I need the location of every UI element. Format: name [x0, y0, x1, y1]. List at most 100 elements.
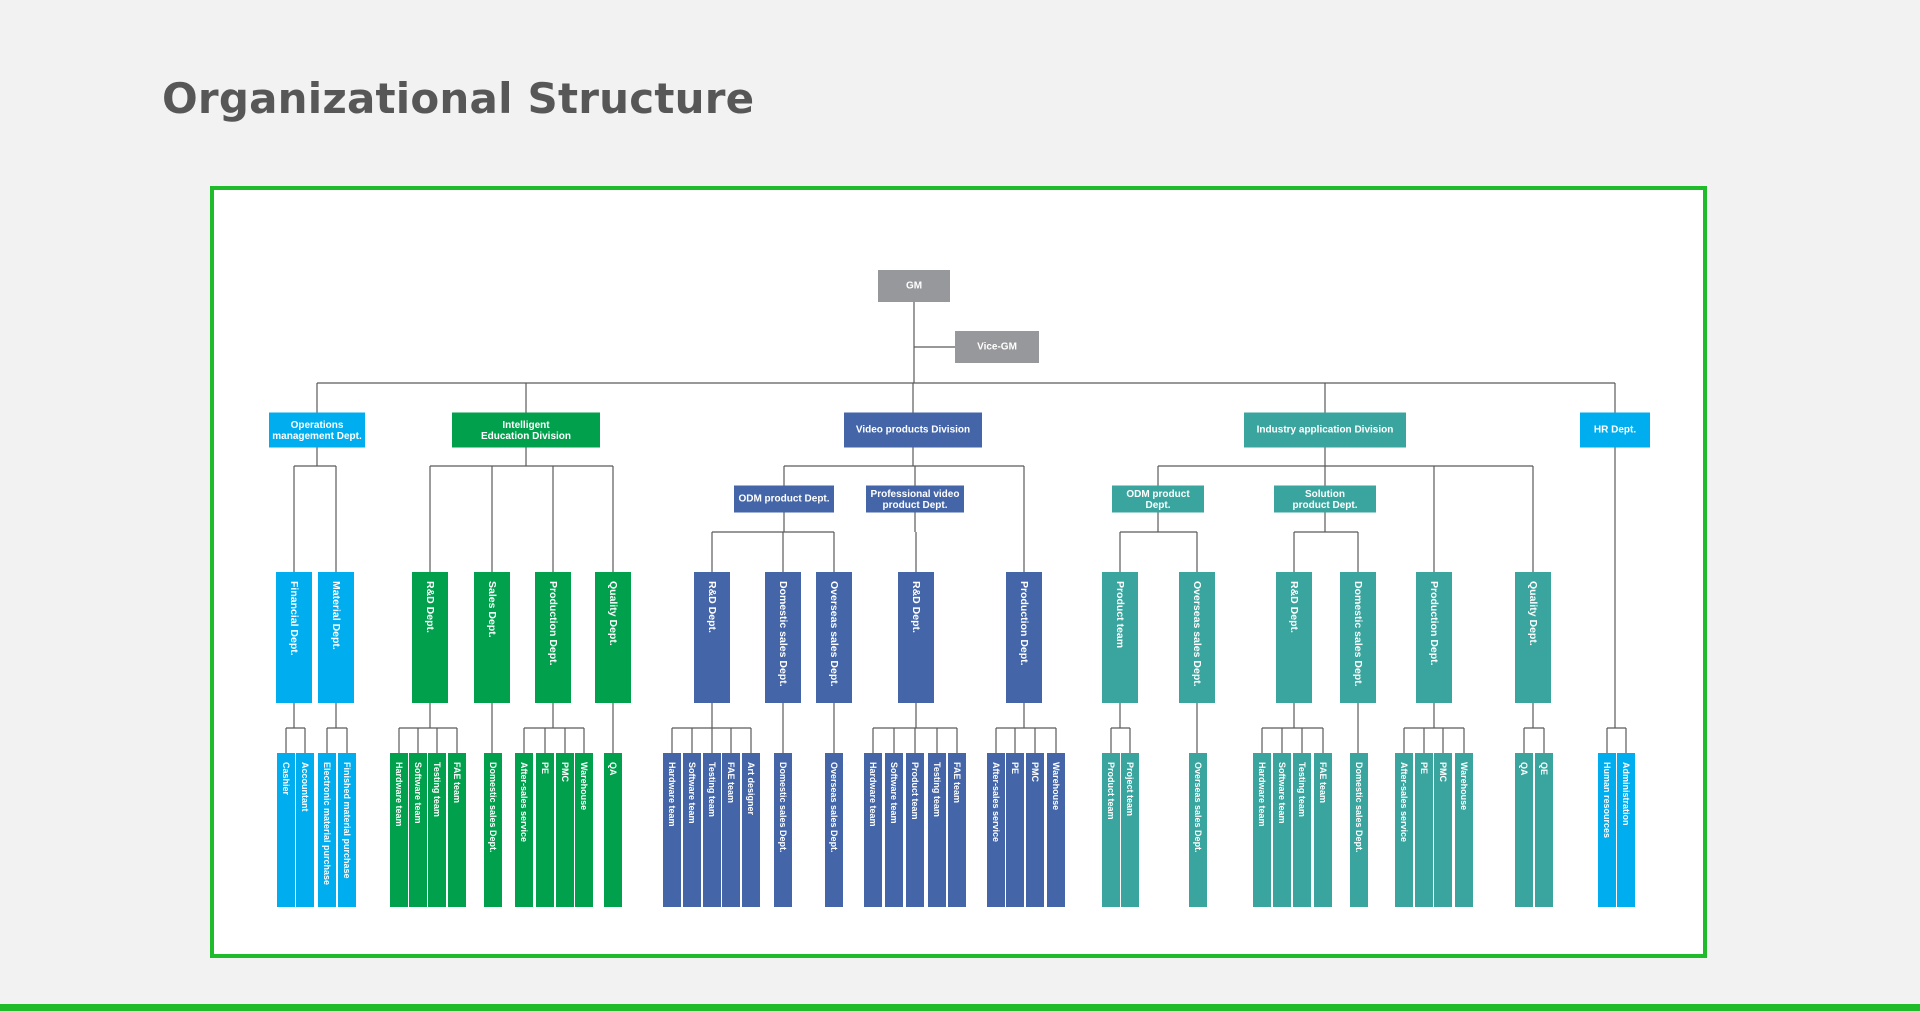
team-pmc[interactable]: PMC: [1026, 753, 1044, 907]
team-administration[interactable]: Administration: [1617, 753, 1635, 907]
team-label: After-sales service: [991, 762, 1001, 842]
team-label: Overseas sales Dept.: [829, 762, 839, 853]
team-after-sales-service[interactable]: After-sales service: [1395, 753, 1413, 907]
team-product-team[interactable]: Product team: [906, 753, 924, 907]
team-overseas-sales-dept[interactable]: Overseas sales Dept.: [1189, 753, 1207, 907]
team-testing-team[interactable]: Testing team: [703, 753, 721, 907]
team-testing-team[interactable]: Testing team: [428, 753, 446, 907]
unit-production-dept[interactable]: Production Dept.: [535, 572, 571, 703]
team-qa[interactable]: QA: [1515, 753, 1533, 907]
dept-video-products-division[interactable]: Video products Division: [844, 412, 982, 448]
unit-label: Domestic sales Dept.: [777, 581, 789, 687]
team-finished-material-purchase[interactable]: Finished material purchase: [338, 753, 356, 907]
team-cashier[interactable]: Cashier: [277, 753, 295, 907]
team-software-team[interactable]: Software team: [885, 753, 903, 907]
team-label: Project team: [1125, 762, 1135, 816]
dept-box: [844, 412, 982, 448]
unit-overseas-sales-dept[interactable]: Overseas sales Dept.: [816, 572, 852, 703]
group-odm-product-dept[interactable]: ODM product Dept.: [734, 485, 834, 513]
unit-domestic-sales-dept[interactable]: Domestic sales Dept.: [765, 572, 801, 703]
unit-production-dept[interactable]: Production Dept.: [1416, 572, 1452, 703]
vice-gm-box-box: [955, 331, 1039, 363]
unit-label: Sales Dept.: [486, 581, 498, 638]
team-testing-team[interactable]: Testing team: [1293, 753, 1311, 907]
team-hardware-team[interactable]: Hardware team: [663, 753, 681, 907]
unit-production-dept[interactable]: Production Dept.: [1006, 572, 1042, 703]
team-project-team[interactable]: Project team: [1121, 753, 1139, 907]
team-qe[interactable]: QE: [1535, 753, 1553, 907]
team-domestic-sales-dept[interactable]: Domestic sales Dept.: [774, 753, 792, 907]
unit-r-d-dept[interactable]: R&D Dept.: [694, 572, 730, 703]
dept-hr-dept[interactable]: HR Dept.: [1580, 412, 1650, 448]
dept-label: Video products Division: [856, 425, 970, 436]
team-box: [556, 753, 574, 907]
unit-box: [1179, 572, 1215, 703]
team-box: [774, 753, 792, 907]
team-box: [885, 753, 903, 907]
team-testing-team[interactable]: Testing team: [928, 753, 946, 907]
team-software-team[interactable]: Software team: [683, 753, 701, 907]
team-warehouse[interactable]: Warehouse: [1455, 753, 1473, 907]
team-fae-team[interactable]: FAE team: [1314, 753, 1332, 907]
team-pe[interactable]: PE: [1006, 753, 1024, 907]
team-pmc[interactable]: PMC: [1434, 753, 1452, 907]
gm-box-label: GM: [906, 281, 922, 292]
team-after-sales-service[interactable]: After-sales service: [515, 753, 533, 907]
team-software-team[interactable]: Software team: [409, 753, 427, 907]
team-label: Human resources: [1602, 762, 1612, 838]
team-pe[interactable]: PE: [536, 753, 554, 907]
team-label: PE: [1419, 762, 1429, 774]
gm-box-gm[interactable]: GM: [878, 270, 950, 302]
unit-box: [1276, 572, 1312, 703]
team-hardware-team[interactable]: Hardware team: [1253, 753, 1271, 907]
unit-label: Material Dept.: [330, 581, 342, 650]
team-pmc[interactable]: PMC: [556, 753, 574, 907]
team-after-sales-service[interactable]: After-sales service: [987, 753, 1005, 907]
team-hardware-team[interactable]: Hardware team: [864, 753, 882, 907]
unit-r-d-dept[interactable]: R&D Dept.: [898, 572, 934, 703]
unit-r-d-dept[interactable]: R&D Dept.: [1276, 572, 1312, 703]
dept-box: [1580, 412, 1650, 448]
team-software-team[interactable]: Software team: [1273, 753, 1291, 907]
team-overseas-sales-dept[interactable]: Overseas sales Dept.: [825, 753, 843, 907]
unit-overseas-sales-dept[interactable]: Overseas sales Dept.: [1179, 572, 1215, 703]
team-product-team[interactable]: Product team: [1102, 753, 1120, 907]
vice-gm-box-vice-gm[interactable]: Vice-GM: [955, 331, 1039, 363]
team-art-designer[interactable]: Art designer: [742, 753, 760, 907]
unit-material-dept[interactable]: Material Dept.: [318, 572, 354, 703]
team-accountant[interactable]: Accountant: [296, 753, 314, 907]
team-domestic-sales-dept[interactable]: Domestic sales Dept.: [484, 753, 502, 907]
unit-financial-dept[interactable]: Financial Dept.: [276, 572, 312, 703]
team-warehouse[interactable]: Warehouse: [1047, 753, 1065, 907]
team-box: [663, 753, 681, 907]
team-fae-team[interactable]: FAE team: [722, 753, 740, 907]
team-box: [1293, 753, 1311, 907]
unit-box: [595, 572, 631, 703]
team-pe[interactable]: PE: [1415, 753, 1433, 907]
unit-r-d-dept[interactable]: R&D Dept.: [412, 572, 448, 703]
team-hardware-team[interactable]: Hardware team: [390, 753, 408, 907]
unit-quality-dept[interactable]: Quality Dept.: [595, 572, 631, 703]
team-domestic-sales-dept[interactable]: Domestic sales Dept.: [1350, 753, 1368, 907]
team-fae-team[interactable]: FAE team: [948, 753, 966, 907]
team-human-resources[interactable]: Human resources: [1598, 753, 1616, 907]
unit-quality-dept[interactable]: Quality Dept.: [1515, 572, 1551, 703]
team-label: Product team: [1106, 762, 1116, 820]
team-box: [1455, 753, 1473, 907]
unit-sales-dept[interactable]: Sales Dept.: [474, 572, 510, 703]
unit-domestic-sales-dept[interactable]: Domestic sales Dept.: [1340, 572, 1376, 703]
dept-industry-application-division[interactable]: Industry application Division: [1244, 412, 1406, 448]
unit-label: R&D Dept.: [910, 581, 922, 633]
team-label: After-sales service: [519, 762, 529, 842]
team-fae-team[interactable]: FAE team: [448, 753, 466, 907]
team-electronic-material-purchase[interactable]: Electronic material purchase: [318, 753, 336, 907]
team-warehouse[interactable]: Warehouse: [575, 753, 593, 907]
team-qa[interactable]: QA: [604, 753, 622, 907]
unit-product-team[interactable]: Product team: [1102, 572, 1138, 703]
